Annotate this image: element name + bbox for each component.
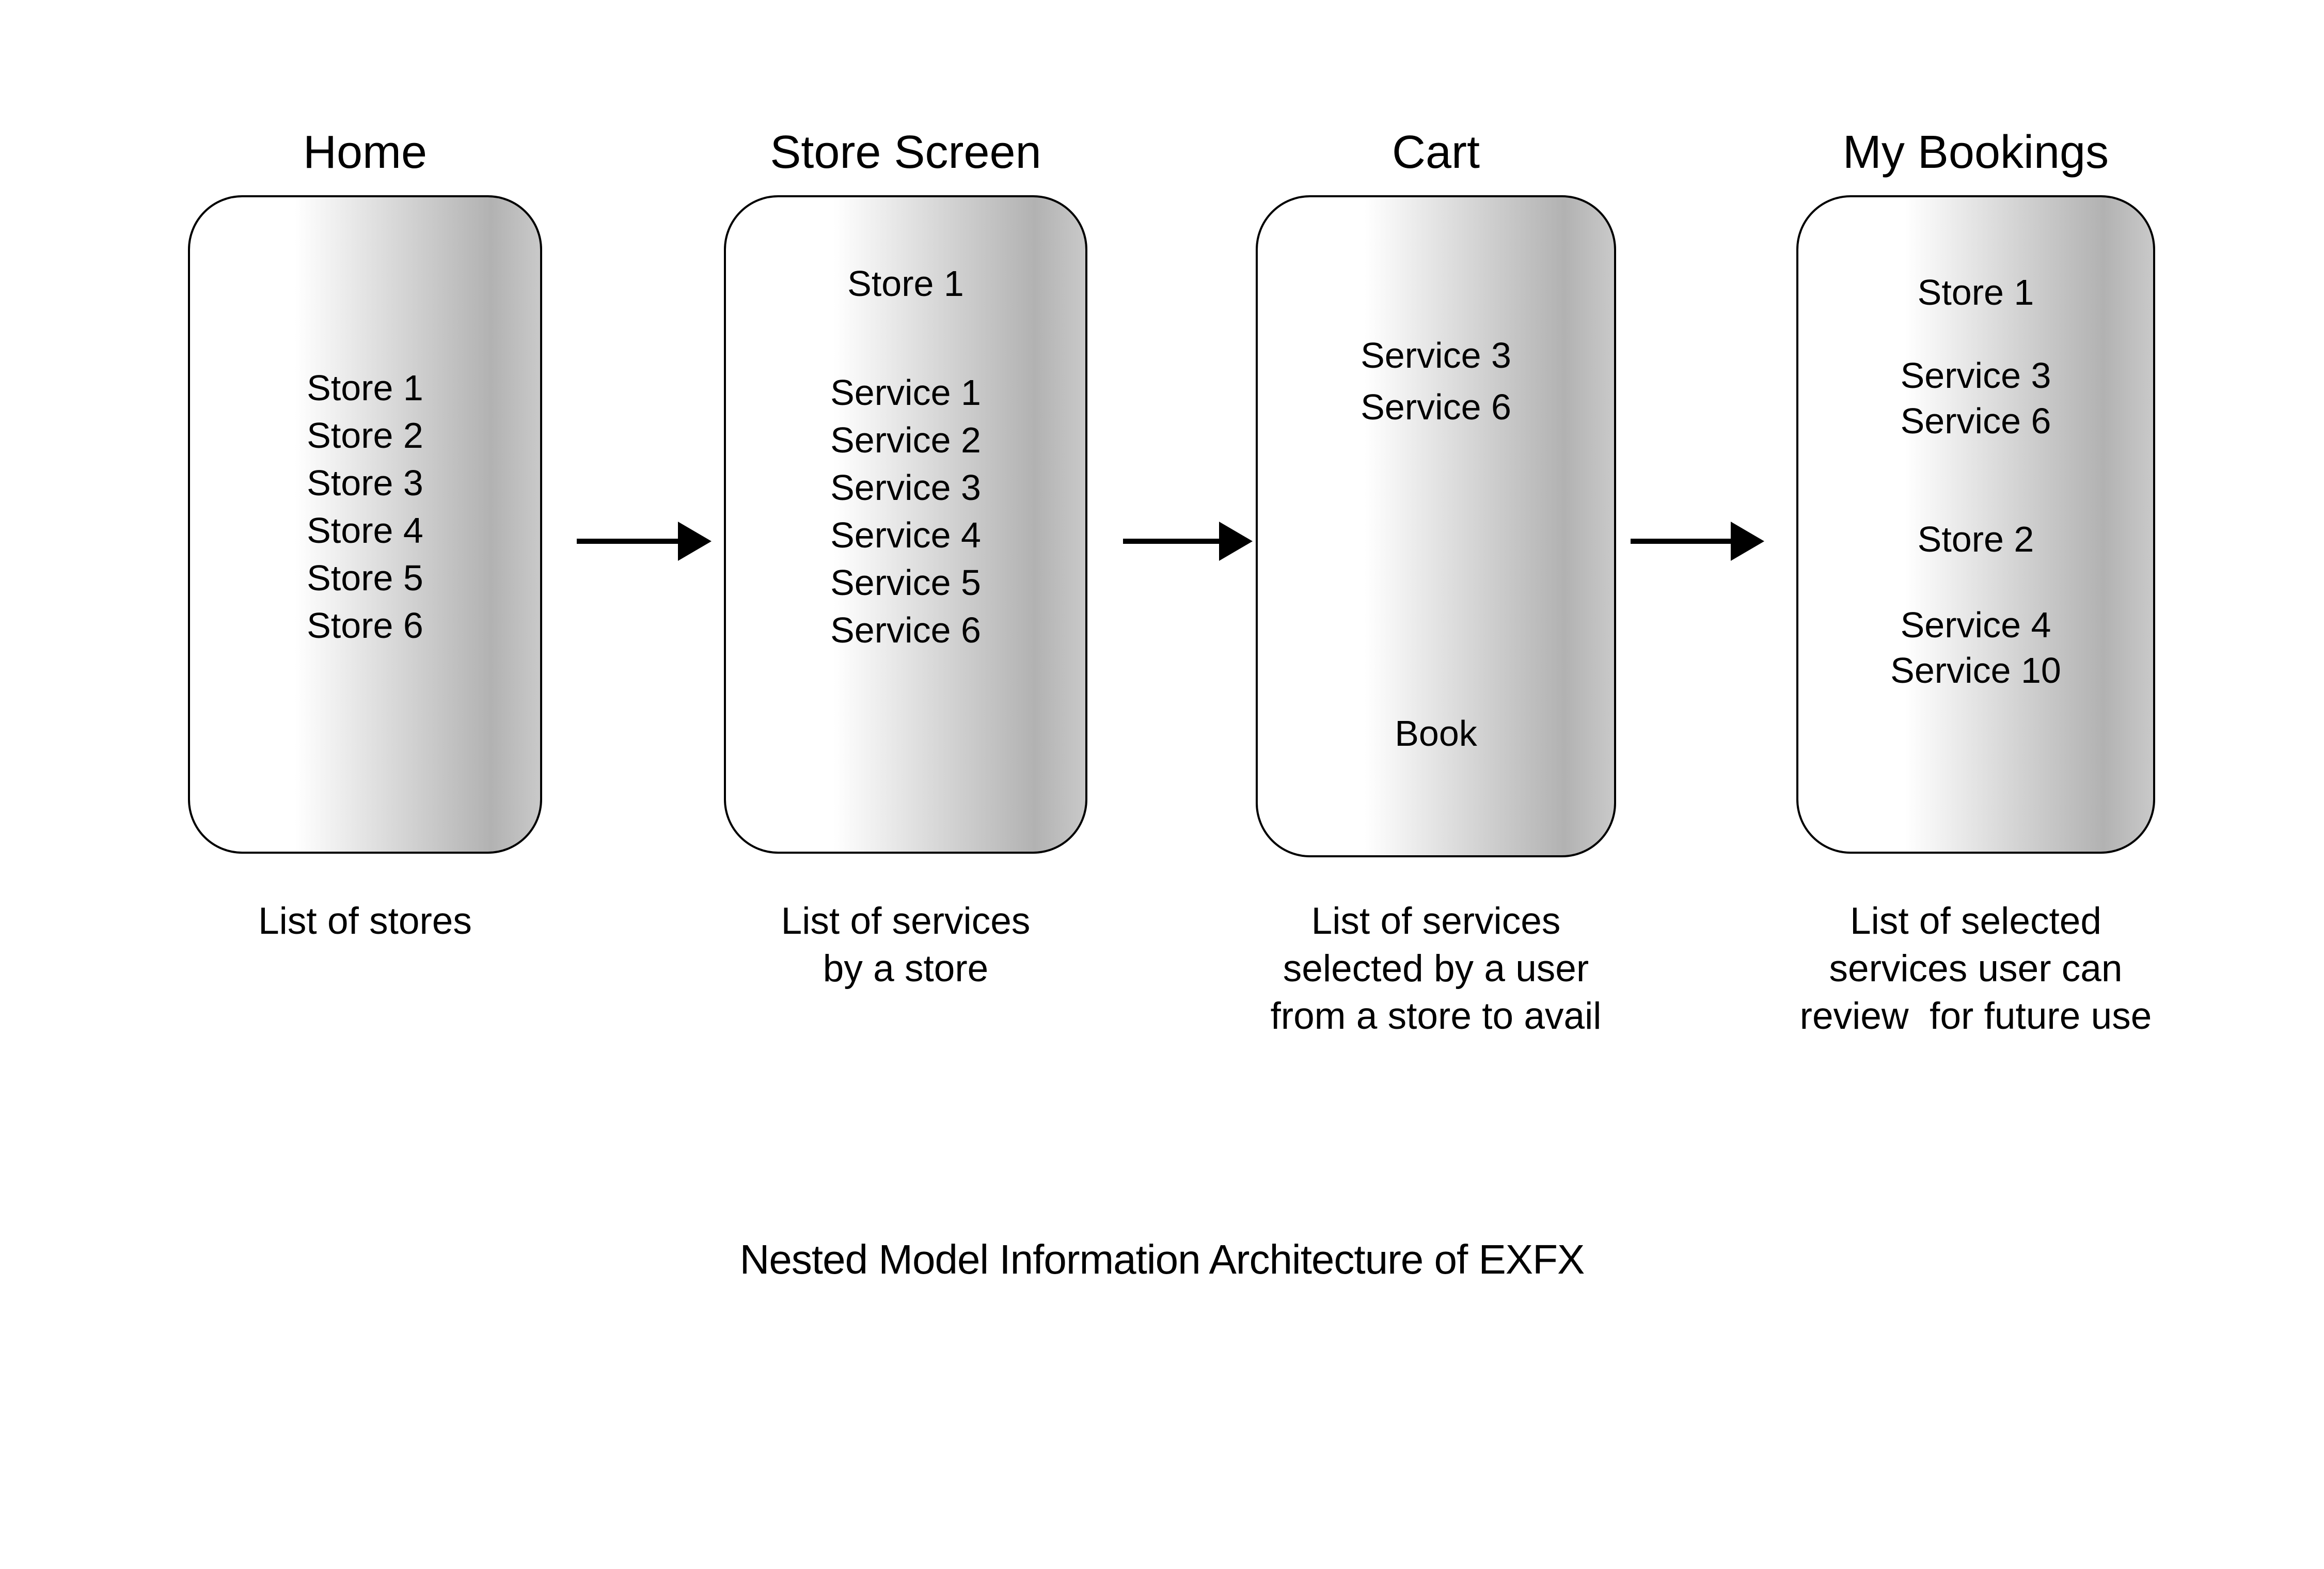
list-item: Store 6 [307, 605, 423, 646]
list-item: Store 1 [307, 368, 423, 408]
list-item: Store 2 [307, 415, 423, 456]
cart-item: Service 3 [1361, 335, 1511, 375]
booking-store-header: Store 2 [1917, 519, 2034, 559]
flow-arrow-2-icon [1123, 522, 1253, 561]
screen-cart: Service 3 Service 6 Book [1256, 195, 1616, 857]
booking-service: Service 3 [1900, 355, 2051, 396]
screen-title-cart: Cart [1392, 127, 1480, 178]
screen-store-screen: Store 1 Service 1 Service 2 Service 3 Se… [724, 195, 1087, 854]
booking-store-header: Store 1 [1917, 272, 2034, 312]
flow-arrow-3-icon [1631, 522, 1764, 561]
diagram-title: Nested Model Information Architecture of… [739, 1236, 1585, 1282]
caption-line: List of services [781, 900, 1031, 942]
screen-title-my-bookings: My Bookings [1842, 127, 2109, 178]
list-item: Service 3 [830, 467, 981, 508]
screen-title-home: Home [303, 127, 428, 178]
caption-line: List of services [1311, 900, 1561, 942]
caption-line: from a store to avail [1270, 995, 1602, 1037]
caption-line: services user can [1829, 948, 2123, 990]
screen-home: Store 1 Store 2 Store 3 Store 4 Store 5 … [188, 195, 542, 854]
arrow-head [1219, 522, 1253, 561]
caption-line: by a store [823, 948, 989, 990]
caption-home: List of stores [188, 898, 542, 945]
store-list: Store 1 Store 2 Store 3 Store 4 Store 5 … [190, 364, 540, 649]
arrow-head [678, 522, 712, 561]
flow-arrow-1-icon [577, 522, 712, 561]
list-item: Service 2 [830, 420, 981, 460]
screen-title-store-screen: Store Screen [770, 127, 1041, 178]
list-item: Service 6 [830, 610, 981, 650]
cart-item: Service 6 [1361, 387, 1511, 427]
book-button: Book [1395, 713, 1477, 754]
arrow-head [1731, 522, 1764, 561]
booking-service: Service 6 [1900, 401, 2051, 441]
store-header: Store 1 [847, 263, 964, 304]
caption-line: List of stores [258, 900, 472, 942]
list-item: Service 5 [830, 562, 981, 603]
list-item: Store 3 [307, 463, 423, 503]
list-item: Service 1 [830, 372, 981, 413]
caption-line: review for future use [1799, 995, 2152, 1037]
screen-my-bookings: Store 1 Service 3 Service 6 Store 2 Serv… [1796, 195, 2155, 854]
caption-cart: List of services selected by a user from… [1256, 898, 1616, 1040]
booking-service: Service 4 [1900, 605, 2051, 645]
caption-my-bookings: List of selected services user can revie… [1796, 898, 2155, 1040]
list-item: Store 5 [307, 558, 423, 598]
booking-service: Service 10 [1890, 650, 2061, 691]
caption-store-screen: List of services by a store [724, 898, 1087, 993]
caption-line: List of selected [1850, 900, 2101, 942]
list-item: Store 4 [307, 510, 423, 551]
caption-line: selected by a user [1283, 948, 1589, 990]
service-list: Service 1 Service 2 Service 3 Service 4 … [726, 369, 1085, 654]
list-item: Service 4 [830, 515, 981, 555]
